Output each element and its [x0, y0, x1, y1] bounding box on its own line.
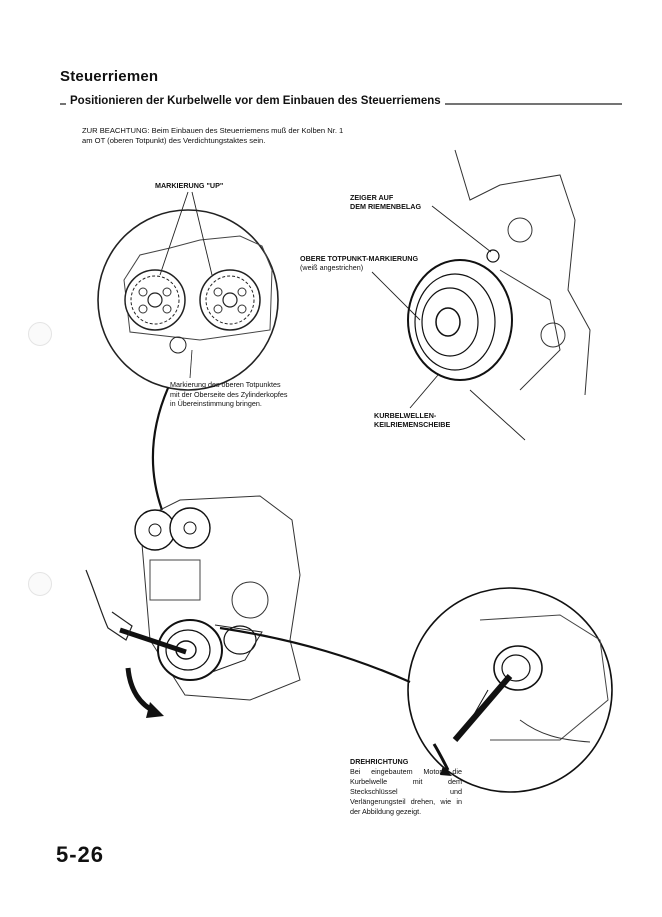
crankshaft-pulley-detail	[371, 149, 591, 441]
page-number: 5-26	[56, 842, 105, 867]
section-title: Steuerriemen	[60, 68, 159, 85]
punch-hole-top	[28, 322, 52, 346]
label-kurbel-line1: KURBELWELLEN-	[374, 411, 437, 420]
punch-hole-bottom	[28, 572, 52, 596]
label-kurbel-line2: KEILRIEMENSCHEIBE	[374, 420, 451, 429]
label-obere-totpunkt-sub: (weiß angestrichen)	[300, 263, 364, 272]
drehrichtung-title: DREHRICHTUNG	[350, 757, 409, 766]
drehrichtung-text: Bei eingebautem Motor die Kurbelwelle mi…	[350, 767, 462, 816]
note-text: Beim Einbauen des Steuerriemens muß der …	[82, 126, 344, 145]
note-label: ZUR BEACHTUNG:	[82, 126, 150, 135]
socket-wrench-detail-circle	[407, 587, 613, 793]
label-obere-totpunkt: OBERE TOTPUNKT-MARKIERUNG	[300, 254, 419, 263]
drehrichtung-block: DREHRICHTUNG Bei eingebautem Motor die K…	[350, 757, 462, 817]
label-markierung-up: MARKIERUNG "UP"	[155, 181, 224, 190]
camshaft-detail-circle	[97, 191, 279, 391]
label-zeiger-line1: ZEIGER AUF	[350, 193, 394, 202]
note-block: ZUR BEACHTUNG: Beim Einbauen des Steuerr…	[82, 126, 352, 146]
subsection-title: Positionieren der Kurbelwelle vor dem Ei…	[66, 95, 445, 107]
label-zeiger-line2: DEM RIEMENBELAG	[350, 202, 422, 211]
engine-assembly-drawing	[85, 495, 411, 718]
caption-markierung: Markierung des oberen Totpunktes mit der…	[170, 380, 288, 408]
